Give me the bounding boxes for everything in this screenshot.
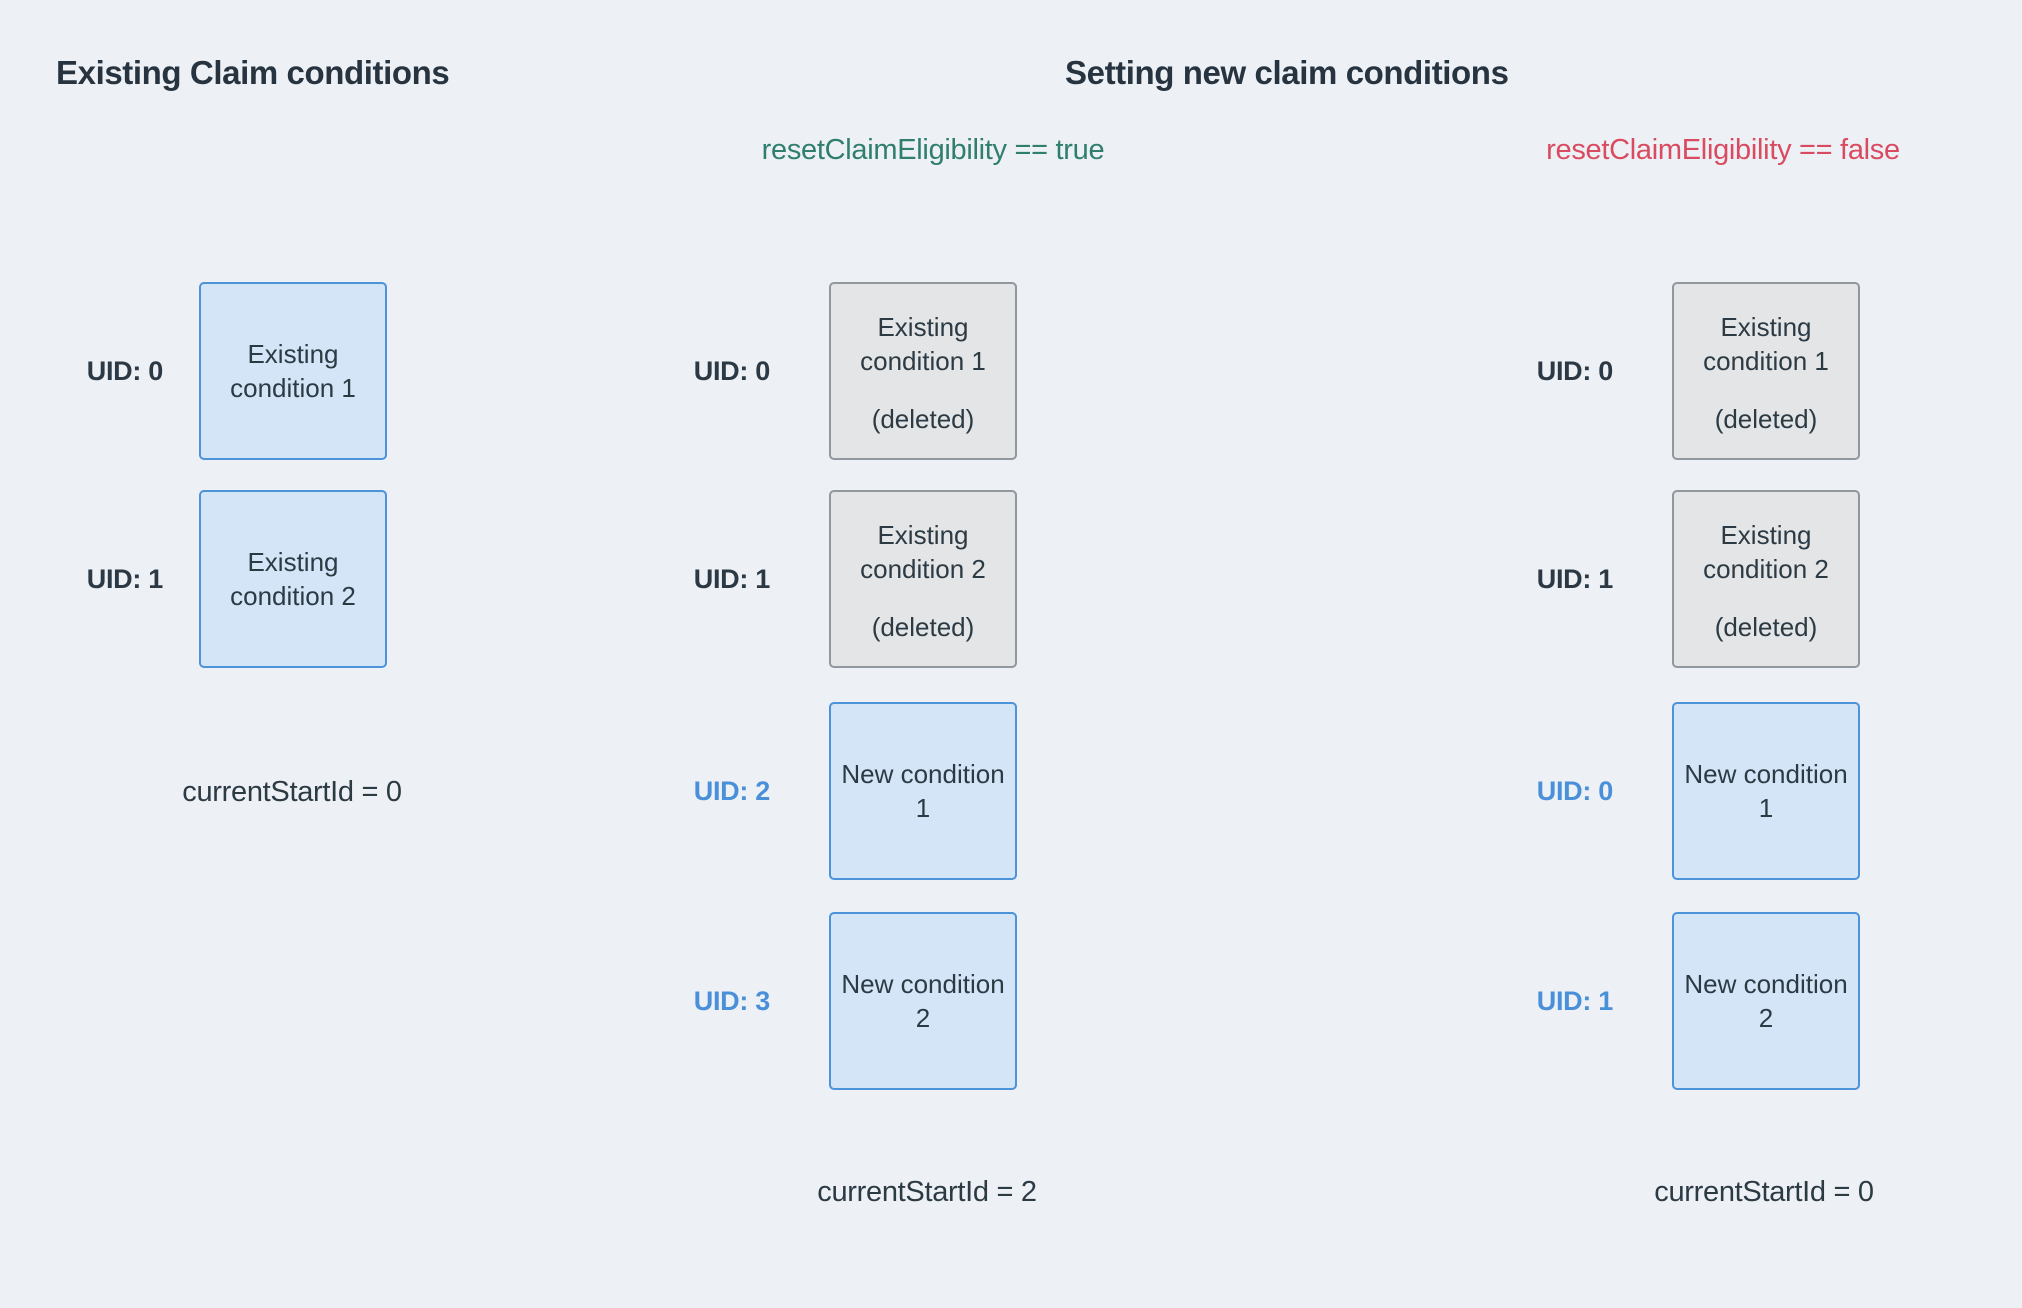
deleted-status-label: (deleted) bbox=[1714, 404, 1818, 434]
uid-label: UID: 0 bbox=[86, 355, 164, 386]
condition-box-new-2: New condition 2 bbox=[829, 912, 1017, 1090]
condition-box-deleted-1: Existing condition 1 (deleted) bbox=[1672, 282, 1860, 460]
condition-box-new-1: New condition 1 bbox=[1672, 702, 1860, 880]
existing-claim-conditions-title: Existing Claim conditions bbox=[56, 54, 450, 91]
condition-box-line: condition 1 bbox=[860, 346, 986, 376]
reset-false-row-1: UID: 1 Existing condition 2 (deleted) bbox=[1490, 490, 1860, 668]
condition-box-line: condition 2 bbox=[1703, 554, 1829, 584]
uid-label-blue: UID: 2 bbox=[693, 775, 771, 806]
condition-box-line: Existing bbox=[877, 520, 969, 550]
deleted-status-label: (deleted) bbox=[871, 404, 975, 434]
condition-box-line: Existing bbox=[247, 547, 339, 577]
uid-label: UID: 0 bbox=[1536, 355, 1614, 386]
condition-box-new-1: New condition 1 bbox=[829, 702, 1017, 880]
setting-new-claim-conditions-title: Setting new claim conditions bbox=[1065, 54, 1509, 91]
current-start-id-caption-existing: currentStartId = 0 bbox=[182, 776, 402, 808]
uid-label: UID: 1 bbox=[86, 563, 164, 594]
condition-box-lines: Existing condition 2 bbox=[860, 518, 986, 586]
condition-box-line: condition 1 bbox=[230, 373, 356, 403]
existing-row-1: UID: 1 Existing condition 2 bbox=[40, 490, 387, 668]
condition-box-line: 2 bbox=[915, 1003, 931, 1033]
condition-box-lines: Existing condition 2 bbox=[1703, 518, 1829, 586]
condition-box-deleted-2: Existing condition 2 (deleted) bbox=[1672, 490, 1860, 668]
reset-false-row-0: UID: 0 Existing condition 1 (deleted) bbox=[1490, 282, 1860, 460]
condition-box-lines: Existing condition 1 bbox=[1703, 310, 1829, 378]
condition-box-new-2: New condition 2 bbox=[1672, 912, 1860, 1090]
reset-claim-eligibility-false-label: resetClaimEligibility == false bbox=[1546, 134, 1900, 166]
condition-box-lines: Existing condition 1 bbox=[860, 310, 986, 378]
condition-box-line: Existing bbox=[1720, 520, 1812, 550]
current-start-id-caption-reset-true: currentStartId = 2 bbox=[817, 1176, 1037, 1208]
existing-row-0: UID: 0 Existing condition 1 bbox=[40, 282, 387, 460]
reset-true-row-1: UID: 1 Existing condition 2 (deleted) bbox=[647, 490, 1017, 668]
condition-box-deleted-2: Existing condition 2 (deleted) bbox=[829, 490, 1017, 668]
reset-false-row-2: UID: 0 New condition 1 bbox=[1490, 702, 1860, 880]
condition-box-line: 1 bbox=[915, 793, 931, 823]
reset-false-row-3: UID: 1 New condition 2 bbox=[1490, 912, 1860, 1090]
condition-box-deleted-1: Existing condition 1 (deleted) bbox=[829, 282, 1017, 460]
condition-box-line: Existing bbox=[247, 339, 339, 369]
reset-true-row-3: UID: 3 New condition 2 bbox=[647, 912, 1017, 1090]
condition-box-line: New condition bbox=[841, 759, 1005, 789]
condition-box-line: condition 1 bbox=[1703, 346, 1829, 376]
uid-label-blue: UID: 3 bbox=[693, 985, 771, 1016]
condition-box-line: 1 bbox=[1758, 793, 1774, 823]
uid-label-blue: UID: 1 bbox=[1536, 985, 1614, 1016]
condition-box-line: 2 bbox=[1758, 1003, 1774, 1033]
deleted-status-label: (deleted) bbox=[871, 612, 975, 642]
reset-true-row-2: UID: 2 New condition 1 bbox=[647, 702, 1017, 880]
condition-box-line: New condition bbox=[841, 969, 1005, 999]
condition-box-line: New condition bbox=[1684, 969, 1848, 999]
uid-label-blue: UID: 0 bbox=[1536, 775, 1614, 806]
deleted-status-label: (deleted) bbox=[1714, 612, 1818, 642]
uid-label: UID: 1 bbox=[1536, 563, 1614, 594]
condition-box-existing-2: Existing condition 2 bbox=[199, 490, 387, 668]
current-start-id-caption-reset-false: currentStartId = 0 bbox=[1654, 1176, 1874, 1208]
uid-label: UID: 1 bbox=[693, 563, 771, 594]
condition-box-line: condition 2 bbox=[860, 554, 986, 584]
condition-box-existing-1: Existing condition 1 bbox=[199, 282, 387, 460]
uid-label: UID: 0 bbox=[693, 355, 771, 386]
reset-true-row-0: UID: 0 Existing condition 1 (deleted) bbox=[647, 282, 1017, 460]
condition-box-line: condition 2 bbox=[230, 581, 356, 611]
condition-box-line: Existing bbox=[877, 312, 969, 342]
condition-box-line: Existing bbox=[1720, 312, 1812, 342]
reset-claim-eligibility-true-label: resetClaimEligibility == true bbox=[761, 134, 1105, 166]
condition-box-line: New condition bbox=[1684, 759, 1848, 789]
